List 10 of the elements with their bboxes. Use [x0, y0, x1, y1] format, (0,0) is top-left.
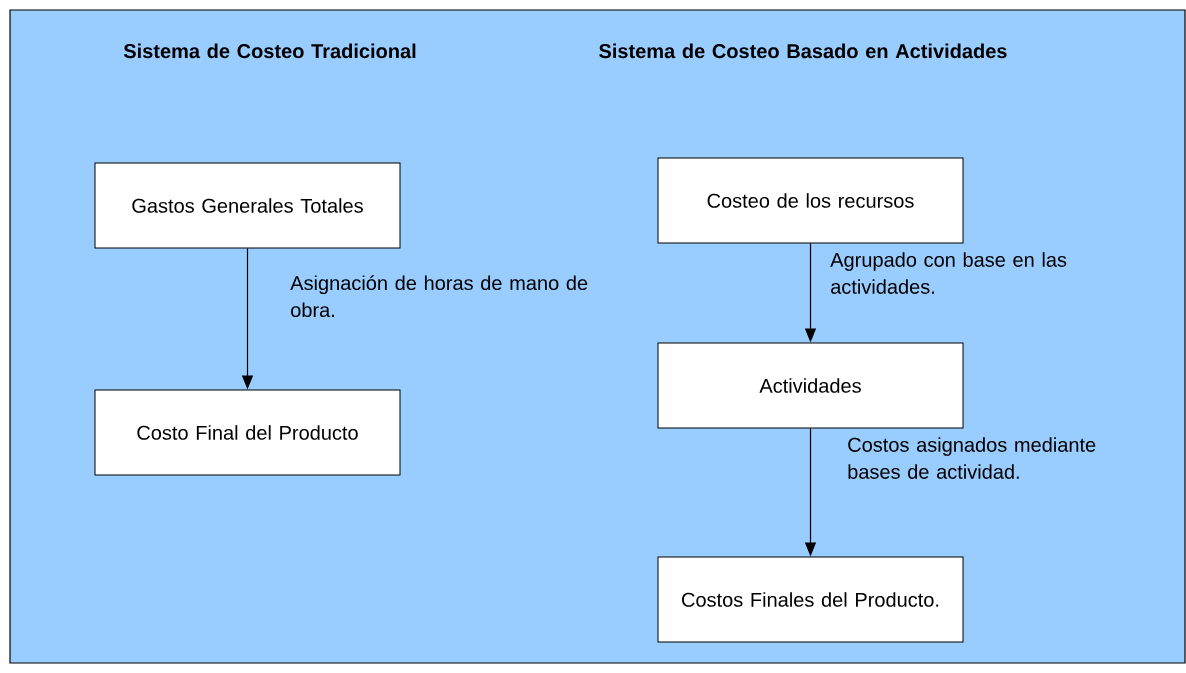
- process-box: Gastos Generales Totales: [94, 162, 401, 249]
- process-box: Costeo de los recursos: [657, 157, 964, 244]
- process-box: Costo Final del Producto: [94, 389, 401, 476]
- edge-label: Costos asignados mediante bases de actividad.: [848, 437, 1096, 479]
- edge-label: Asignación de horas de mano de obra.: [290, 275, 588, 318]
- process-box: Costos Finales del Producto.: [657, 556, 964, 643]
- process-box: Actividades: [657, 342, 964, 429]
- column-heading: Sistema de Costeo Tradicional: [123, 43, 416, 59]
- edge-label: Agrupado con base en las actividades.: [830, 252, 1067, 294]
- column-heading: Sistema de Costeo Basado en Actividades: [599, 43, 1007, 59]
